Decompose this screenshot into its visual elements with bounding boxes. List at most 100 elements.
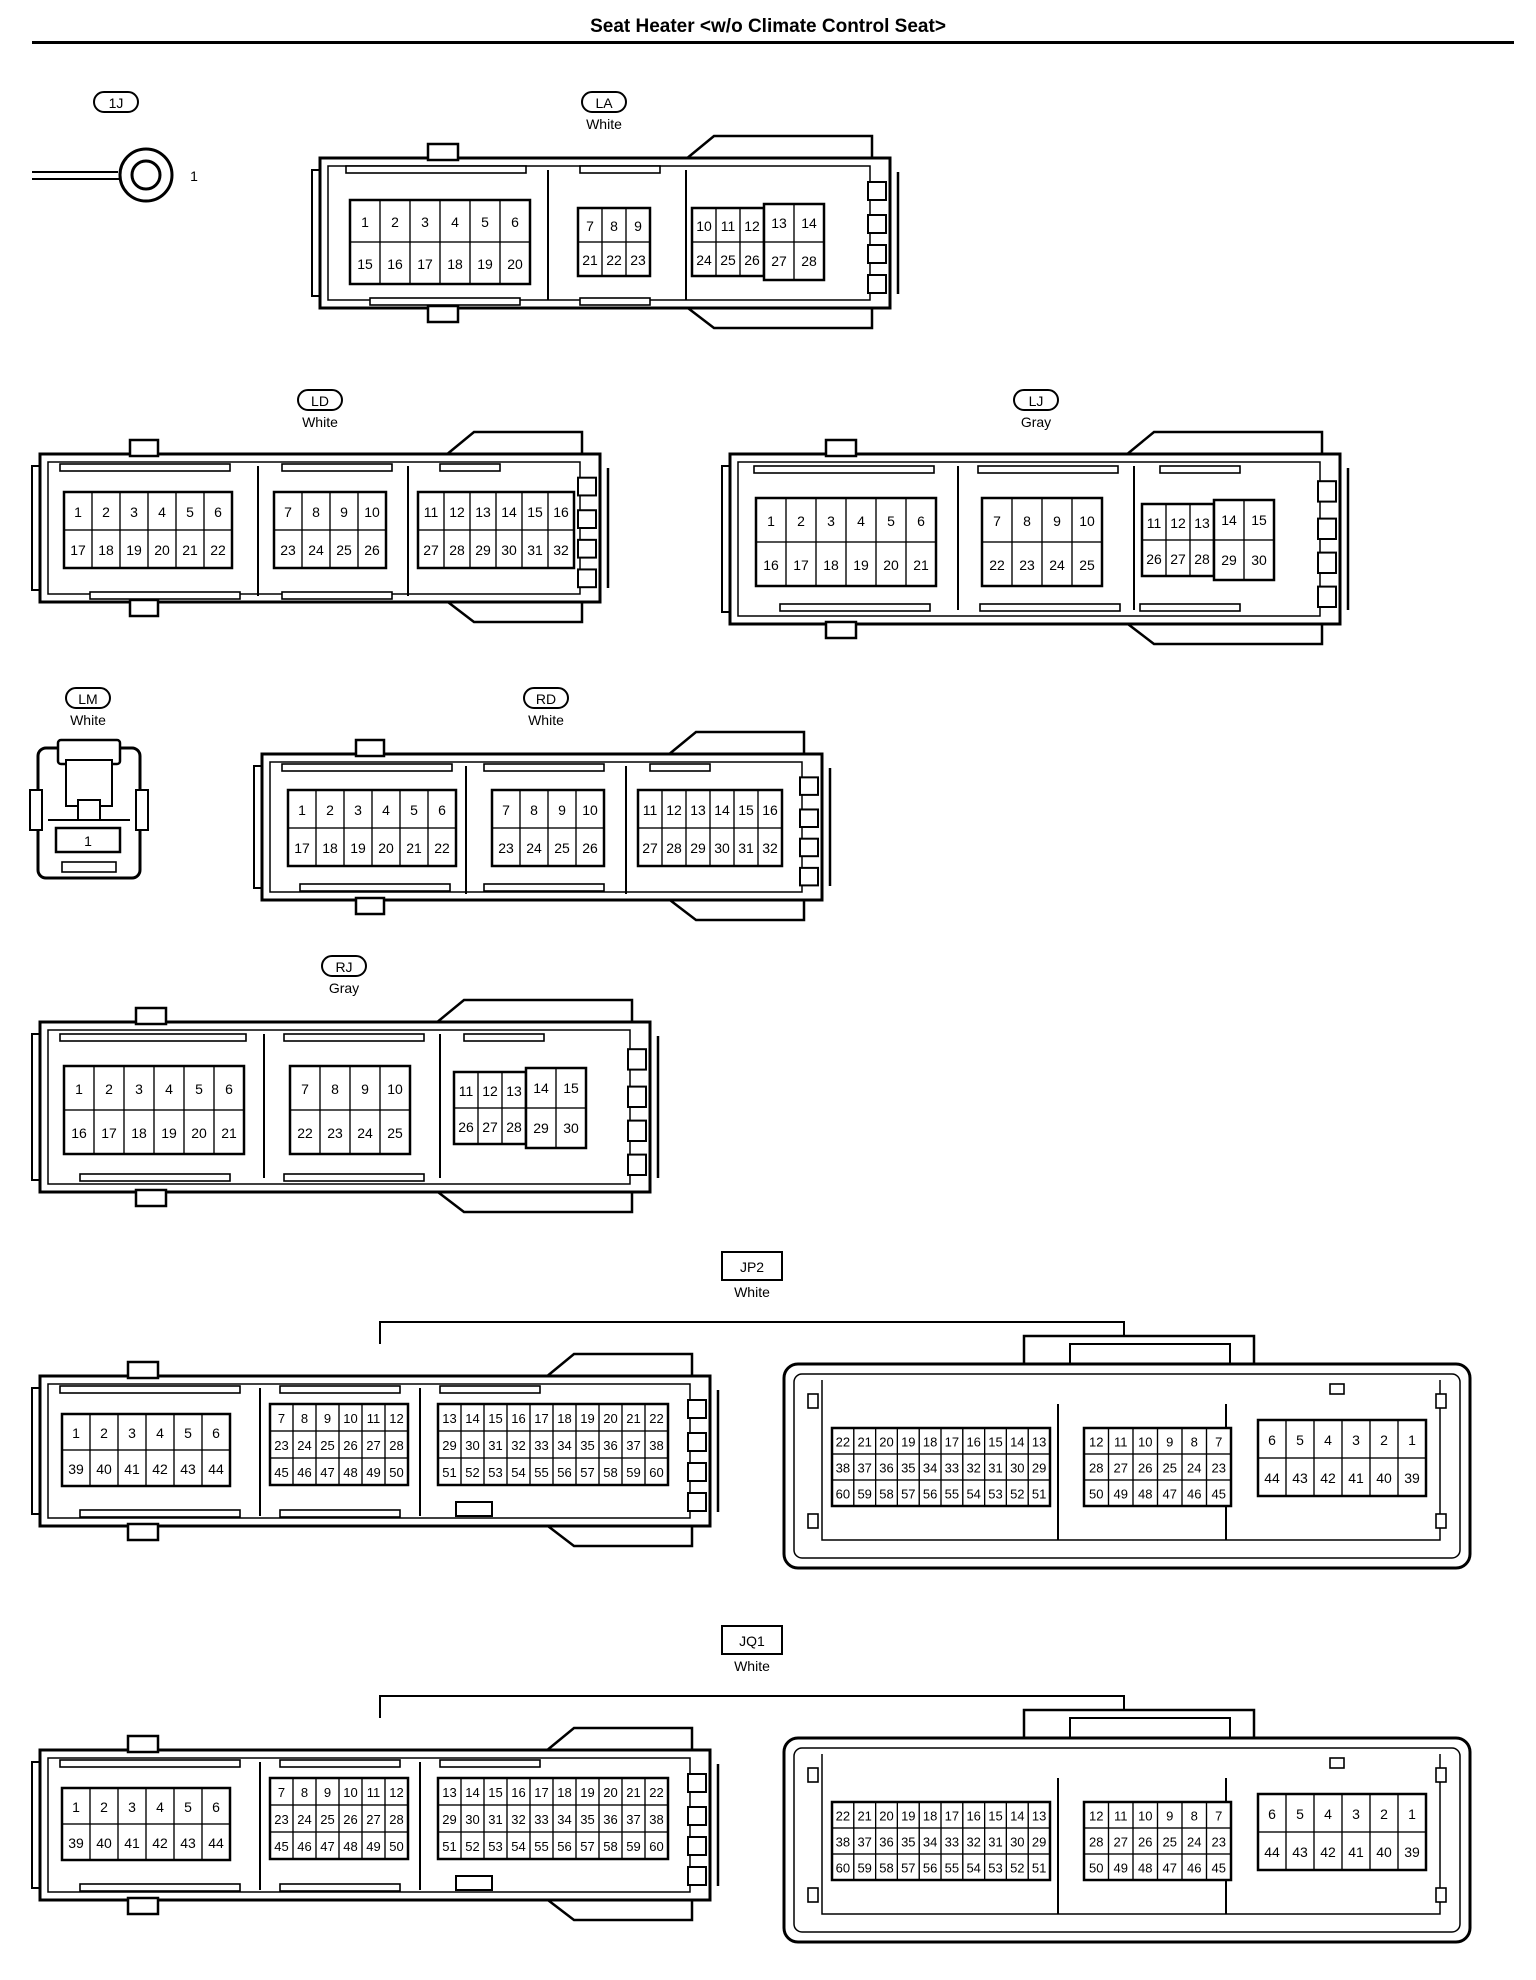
terminal-number: 6 bbox=[1268, 1806, 1276, 1822]
terminal-number: 47 bbox=[320, 1839, 334, 1854]
terminal-number: 11 bbox=[424, 504, 439, 520]
guide-slot bbox=[753, 465, 935, 474]
terminal-number: 8 bbox=[1023, 513, 1031, 529]
housing-rib bbox=[1317, 480, 1337, 503]
terminal-number: 9 bbox=[340, 504, 348, 520]
terminal-number: 43 bbox=[1292, 1844, 1308, 1860]
housing-rib bbox=[128, 438, 160, 458]
terminal-cell bbox=[357, 529, 387, 569]
terminal-number: 54 bbox=[966, 1487, 980, 1502]
terminal-number: 6 bbox=[225, 1081, 233, 1097]
housing-rib bbox=[135, 789, 149, 831]
terminal-number: 1 bbox=[75, 1081, 83, 1097]
terminal-number: 10 bbox=[364, 504, 380, 520]
guide-slot bbox=[345, 165, 527, 174]
terminal-number: 34 bbox=[923, 1461, 937, 1476]
terminal-number: 26 bbox=[1138, 1835, 1152, 1850]
terminal-number: 29 bbox=[690, 840, 706, 856]
terminal-cell bbox=[427, 827, 457, 867]
terminal-number: 11 bbox=[1114, 1809, 1128, 1824]
housing-rib bbox=[354, 896, 386, 916]
connector-color: White bbox=[302, 414, 338, 430]
terminal-number: 18 bbox=[98, 542, 114, 558]
terminal-number: 24 bbox=[1187, 1461, 1201, 1476]
pair-bracket bbox=[379, 1321, 1125, 1344]
terminal-number: 5 bbox=[195, 1081, 203, 1097]
connector-id: LJ bbox=[1029, 393, 1044, 409]
guide-slot bbox=[299, 883, 451, 892]
terminal-number: 37 bbox=[857, 1835, 871, 1850]
terminal-cell bbox=[203, 529, 233, 569]
terminal-number: 6 bbox=[214, 504, 222, 520]
housing-rib bbox=[1069, 1717, 1231, 1739]
connector-label-1j: 1J bbox=[93, 91, 139, 113]
terminal-number: 4 bbox=[382, 802, 390, 818]
guide-slot bbox=[483, 763, 605, 772]
title-divider bbox=[32, 41, 1514, 44]
terminal-number: 10 bbox=[582, 802, 598, 818]
housing-rib bbox=[134, 1006, 168, 1026]
terminal-number: 16 bbox=[71, 1125, 87, 1141]
terminal-number: 8 bbox=[1191, 1809, 1198, 1824]
terminal-cell bbox=[499, 241, 531, 285]
terminal-number: 44 bbox=[208, 1835, 224, 1851]
terminal-number: 16 bbox=[553, 504, 569, 520]
connector-color: White bbox=[70, 712, 106, 728]
terminal-number: 24 bbox=[308, 542, 324, 558]
terminal-number: 13 bbox=[506, 1083, 522, 1099]
terminal-number: 59 bbox=[857, 1487, 871, 1502]
terminal-number: 9 bbox=[558, 802, 566, 818]
terminal-number: 28 bbox=[389, 1438, 403, 1453]
terminal-number: 20 bbox=[507, 256, 523, 272]
terminal-number: 1 bbox=[361, 214, 369, 230]
terminal-number: 1 bbox=[72, 1799, 80, 1815]
terminal-number: 12 bbox=[1089, 1435, 1103, 1450]
terminal-number: 7 bbox=[1215, 1809, 1222, 1824]
connector-id: 1J bbox=[109, 95, 124, 111]
terminal-cell bbox=[575, 827, 605, 867]
terminal-number: 15 bbox=[988, 1435, 1002, 1450]
terminal-number: 51 bbox=[1032, 1861, 1046, 1876]
terminal-number: 21 bbox=[182, 542, 198, 558]
terminal-number: 57 bbox=[580, 1465, 594, 1480]
terminal-number: 8 bbox=[312, 504, 320, 520]
terminal-number: 33 bbox=[945, 1461, 959, 1476]
terminal-number: 15 bbox=[563, 1080, 579, 1096]
terminal-number: 14 bbox=[1010, 1435, 1024, 1450]
terminal-number: 9 bbox=[1166, 1809, 1173, 1824]
terminal-number: 14 bbox=[465, 1411, 479, 1426]
guide-slot bbox=[439, 1385, 541, 1394]
terminal-number: 25 bbox=[1079, 557, 1095, 573]
terminal-number: 7 bbox=[586, 218, 594, 234]
terminal-number: 2 bbox=[1380, 1806, 1388, 1822]
housing-rib bbox=[354, 738, 386, 758]
terminal-number: 29 bbox=[442, 1812, 456, 1827]
terminal-number: 28 bbox=[449, 542, 465, 558]
connector-id: LA bbox=[595, 95, 613, 111]
terminal-number: 21 bbox=[406, 840, 422, 856]
terminal-number: 34 bbox=[923, 1835, 937, 1850]
guide-slot bbox=[807, 1513, 819, 1529]
terminal-number: 31 bbox=[488, 1812, 502, 1827]
housing-rib bbox=[867, 274, 887, 294]
terminal-number: 14 bbox=[1221, 512, 1237, 528]
housing-rib bbox=[29, 789, 43, 831]
terminal-number: 24 bbox=[297, 1812, 311, 1827]
terminal-number: 13 bbox=[1032, 1435, 1046, 1450]
terminal-number: 29 bbox=[1221, 552, 1237, 568]
terminal-number: 33 bbox=[534, 1812, 548, 1827]
terminal-number: 7 bbox=[993, 513, 1001, 529]
terminal-number: 7 bbox=[278, 1411, 285, 1426]
terminal-number: 19 bbox=[901, 1809, 915, 1824]
lock-window bbox=[77, 799, 101, 821]
